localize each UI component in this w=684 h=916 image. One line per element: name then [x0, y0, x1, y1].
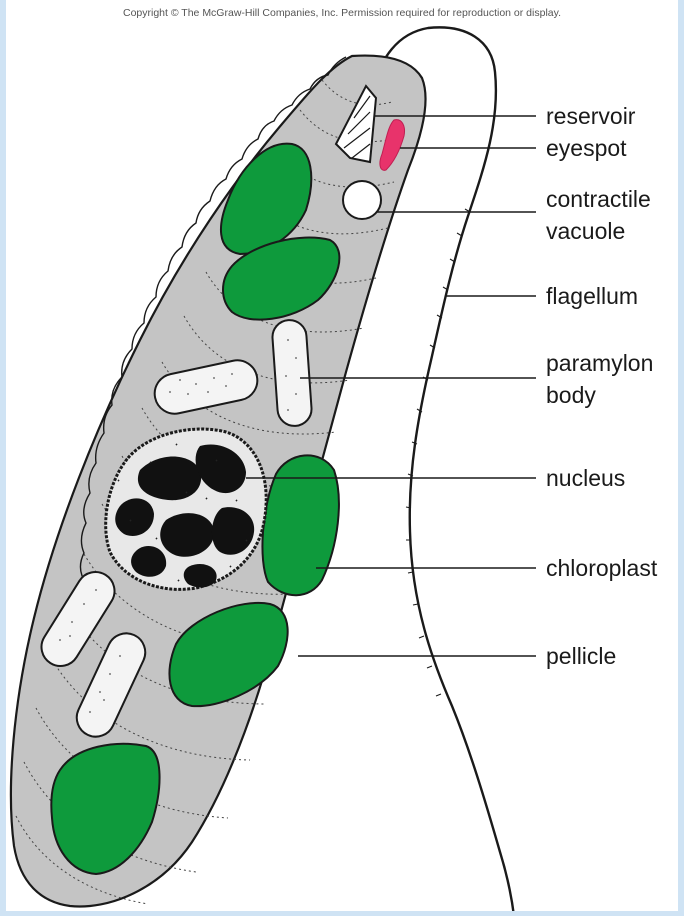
label-body: body: [546, 382, 596, 408]
frame-bottom-edge: [0, 911, 684, 916]
label-chloroplast: chloroplast: [546, 555, 657, 581]
label-contractile: contractile: [546, 186, 651, 212]
label-reservoir: reservoir: [546, 103, 635, 129]
label-nucleus: nucleus: [546, 465, 625, 491]
label-eyespot: eyespot: [546, 135, 627, 161]
label-paramylon: paramylon: [546, 350, 653, 376]
label-pellicle: pellicle: [546, 643, 616, 669]
contractile-vacuole: [343, 181, 381, 219]
label-vacuole: vacuole: [546, 218, 625, 244]
label-flagellum: flagellum: [546, 283, 638, 309]
flagellum-hairs: [406, 209, 470, 696]
frame-right-edge: [678, 0, 684, 916]
copyright-notice: Copyright © The McGraw-Hill Companies, I…: [0, 7, 684, 19]
frame-left-edge: [0, 0, 6, 916]
paramylon-body-2: [271, 319, 312, 427]
